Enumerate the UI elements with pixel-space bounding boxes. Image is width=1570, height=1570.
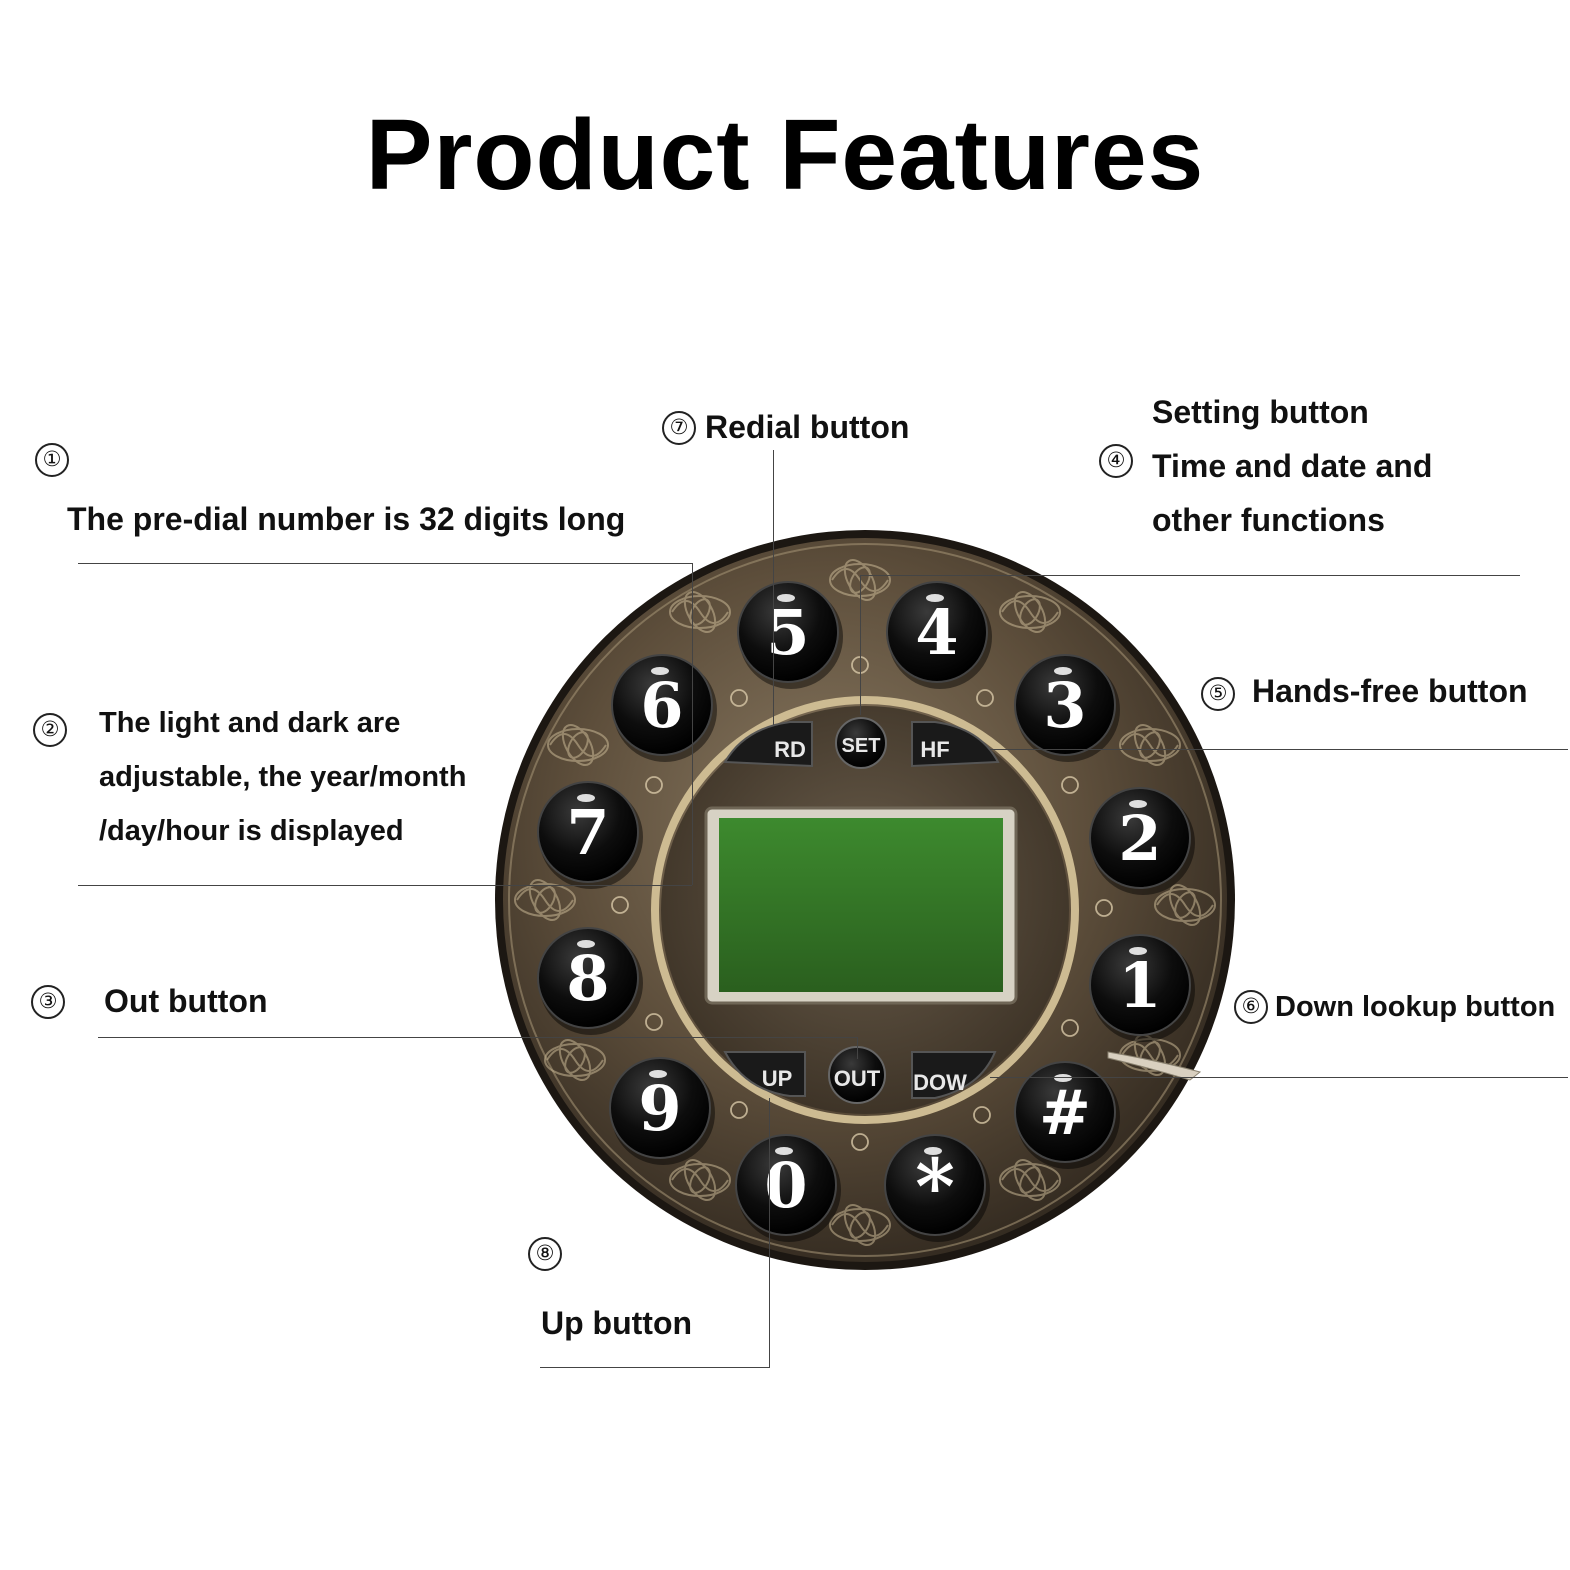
callout-4-line-2: Time and date and: [1152, 448, 1433, 484]
digit-key-2[interactable]: 2: [1089, 787, 1195, 895]
decorative-dot: [1061, 776, 1079, 794]
decorative-dot: [730, 1101, 748, 1119]
lcd-screen: [719, 818, 1003, 992]
finger-stop: [1107, 1051, 1202, 1081]
rd-key-label: RD: [774, 737, 806, 762]
digit-key-6[interactable]: 6: [611, 654, 717, 762]
callout-8-leader: [769, 1098, 770, 1368]
ornament-motif: [999, 1159, 1061, 1201]
callout-3-leader: [857, 1037, 858, 1059]
set-key-label: SET: [842, 735, 881, 757]
page-title: Product Features: [365, 99, 1205, 211]
callout-1-leader: [692, 563, 693, 885]
callout-3-number: ③: [31, 985, 65, 1019]
callout-5-text: Hands-free button: [1252, 673, 1528, 709]
callout-6-number: ⑥: [1234, 990, 1268, 1024]
callout-2-number: ②: [33, 713, 67, 747]
ornament-motif: [669, 1159, 731, 1201]
dow-key: DOW: [911, 1051, 997, 1099]
callout-2-line-1: The light and dark are: [99, 707, 401, 739]
digit-key-7[interactable]: 7: [537, 781, 643, 889]
ornament-motif: [1119, 724, 1181, 766]
up-key-label: UP: [762, 1066, 793, 1091]
ornament-motif: [547, 724, 609, 766]
ornament-motif: [669, 591, 731, 633]
ornament-motif: [829, 1204, 891, 1246]
digit-key-label: 8: [566, 942, 609, 1015]
digit-key-label: 0: [764, 1149, 807, 1222]
callout-4-number: ④: [1099, 444, 1133, 478]
digit-key-8[interactable]: 8: [537, 927, 643, 1035]
digit-key-label: *: [915, 1142, 955, 1231]
decorative-dot: [730, 689, 748, 707]
decorative-dot: [1061, 1019, 1079, 1037]
callout-3-text: Out button: [104, 983, 268, 1019]
decorative-dot: [1095, 899, 1113, 917]
digit-key-star[interactable]: *: [884, 1134, 990, 1242]
decorative-dot: [973, 1106, 991, 1124]
digit-key-9[interactable]: 9: [609, 1057, 715, 1165]
callout-7-text: Redial button: [705, 409, 910, 445]
digit-key-label: #: [1039, 1076, 1091, 1149]
digit-key-label: 2: [1118, 802, 1161, 875]
decorative-dot: [645, 1013, 663, 1031]
dow-key-label: DOW: [913, 1070, 967, 1095]
callout-4-line-1: Setting button: [1152, 394, 1369, 430]
callout-1-number: ①: [35, 443, 69, 477]
up-key: UP: [723, 1051, 806, 1097]
decorative-dot: [611, 896, 629, 914]
digit-key-label: 4: [915, 596, 958, 669]
decorative-dot: [976, 689, 994, 707]
digit-key-label: 1: [1118, 949, 1161, 1022]
digit-key-label: 7: [566, 796, 609, 869]
decorative-ornaments: [514, 559, 1216, 1246]
callout-4-line-3: other functions: [1152, 502, 1385, 538]
callout-1-text: The pre-dial number is 32 digits long: [67, 501, 626, 537]
ornament-motif: [999, 591, 1061, 633]
callout-7-leader: [773, 450, 774, 725]
digit-key-0[interactable]: 0: [735, 1134, 841, 1242]
callout-6-line: [990, 1077, 1568, 1078]
out-key-label: OUT: [834, 1066, 881, 1091]
callout-2-line-3: /day/hour is displayed: [99, 815, 404, 847]
callout-1-line: [78, 563, 693, 564]
decorative-dot: [645, 776, 663, 794]
decorative-dot: [851, 1133, 869, 1151]
callout-7-number: ⑦: [662, 411, 696, 445]
callout-4-leader: [860, 575, 861, 715]
digit-key-label: 3: [1043, 669, 1086, 742]
ornament-motif: [1154, 884, 1216, 926]
digit-key-label: 9: [638, 1072, 681, 1145]
digit-key-1[interactable]: 1: [1089, 934, 1195, 1042]
digit-key-3[interactable]: 3: [1014, 654, 1120, 762]
callout-8-line: [540, 1367, 770, 1368]
callout-8-number: ⑧: [528, 1237, 562, 1271]
ornament-motif: [544, 1039, 606, 1081]
rd-key: RD: [723, 721, 813, 768]
callout-8-text: Up button: [541, 1305, 693, 1341]
ornament-motif: [514, 879, 576, 921]
callout-4-line: [860, 575, 1520, 576]
callout-2-line: [78, 885, 692, 886]
callout-2-line-2: adjustable, the year/month: [99, 761, 467, 793]
callout-3-line: [98, 1037, 858, 1038]
callout-6-text: Down lookup button: [1275, 991, 1556, 1023]
callout-5-number: ⑤: [1201, 677, 1235, 711]
callout-5-line: [990, 749, 1568, 750]
set-key: SET: [835, 717, 887, 769]
digit-key-4[interactable]: 4: [886, 581, 992, 689]
digit-key-label: 6: [640, 669, 683, 742]
hf-key-label: HF: [920, 737, 949, 762]
digit-key-hash[interactable]: #: [1014, 1061, 1120, 1169]
hf-key: HF: [911, 721, 1000, 768]
inner-brass-ring: [651, 696, 1079, 1124]
